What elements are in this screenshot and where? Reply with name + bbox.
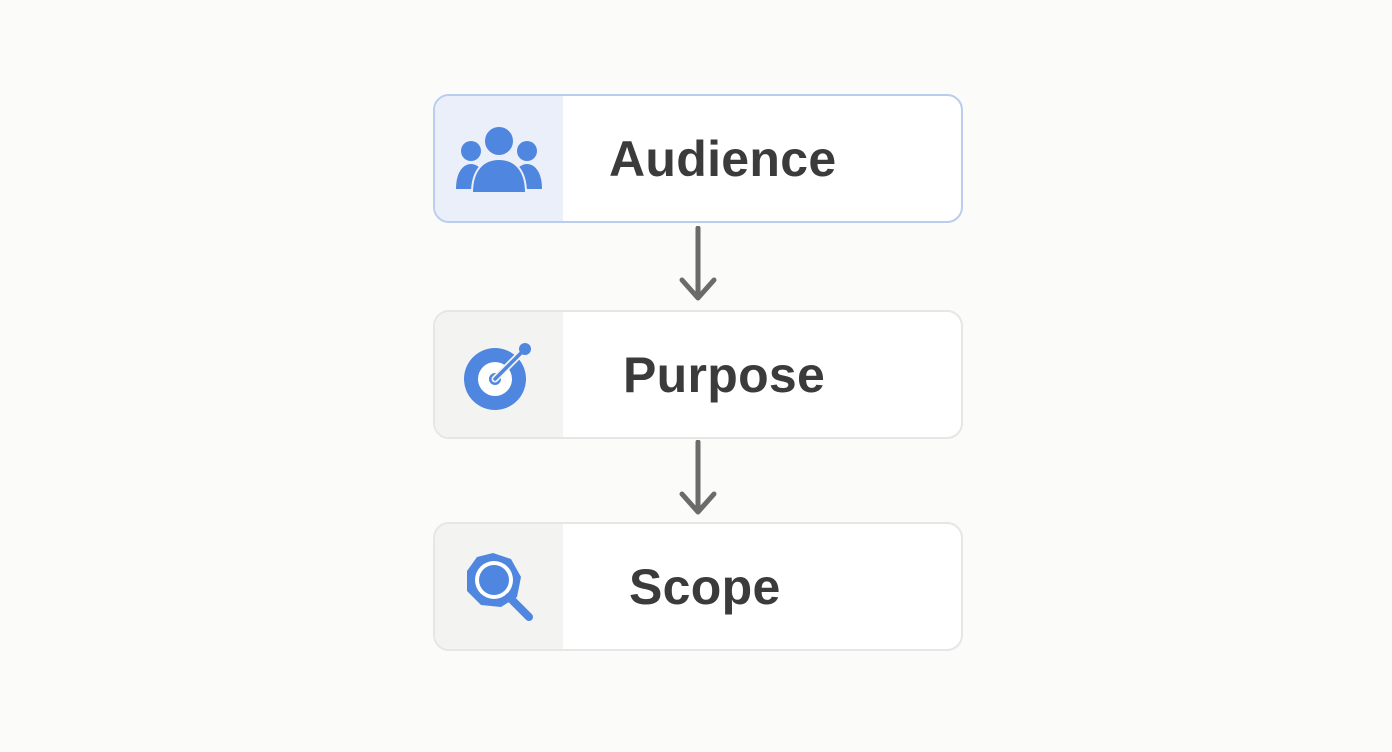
step-purpose-icon-box: [435, 312, 563, 437]
step-audience-icon-box: [435, 96, 563, 221]
step-scope-label: Scope: [629, 558, 781, 615]
step-purpose-label: Purpose: [623, 346, 826, 403]
step-purpose[interactable]: Purpose: [433, 310, 963, 439]
target-icon: [464, 342, 531, 410]
step-audience-label: Audience: [609, 130, 837, 187]
down-arrow-icon: [679, 440, 717, 515]
down-arrow-icon: [679, 226, 717, 301]
magnifier-icon: [467, 552, 533, 621]
people-group-icon: [456, 124, 542, 194]
step-scope[interactable]: Scope: [433, 522, 963, 651]
step-audience[interactable]: Audience: [433, 94, 963, 223]
step-scope-icon-box: [435, 524, 563, 649]
